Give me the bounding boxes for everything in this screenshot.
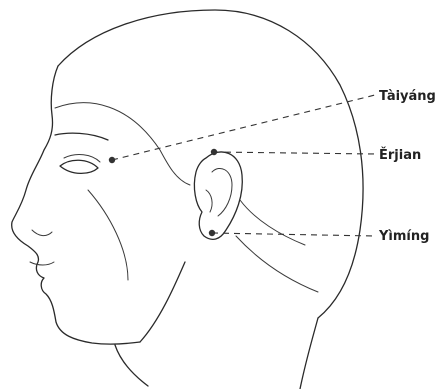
cheek-line [88, 190, 128, 280]
yiming-point [209, 230, 215, 236]
eye [60, 160, 98, 173]
neck-back [300, 318, 318, 389]
ear-outer [194, 152, 242, 239]
erjian-leader-line [214, 152, 375, 154]
erjian-label: Ěrjian [379, 147, 421, 163]
head-outline [58, 10, 363, 318]
erjian-point [211, 149, 217, 155]
taiyang-label: Tàiyáng [379, 89, 436, 104]
yiming-leader-line [212, 233, 375, 236]
neck-front [115, 345, 148, 386]
ear-tragus [206, 190, 212, 212]
eyebrow [55, 133, 108, 140]
nostril [32, 230, 52, 236]
jaw-line [140, 262, 185, 342]
nape-line [236, 236, 318, 292]
yiming-label: Yìmíng [378, 229, 429, 244]
face-profile [12, 66, 140, 344]
mouth [30, 262, 54, 265]
taiyang-point [109, 157, 115, 163]
occipital-line [240, 200, 305, 245]
taiyang-leader-line [112, 95, 375, 160]
ear-inner [212, 168, 232, 216]
